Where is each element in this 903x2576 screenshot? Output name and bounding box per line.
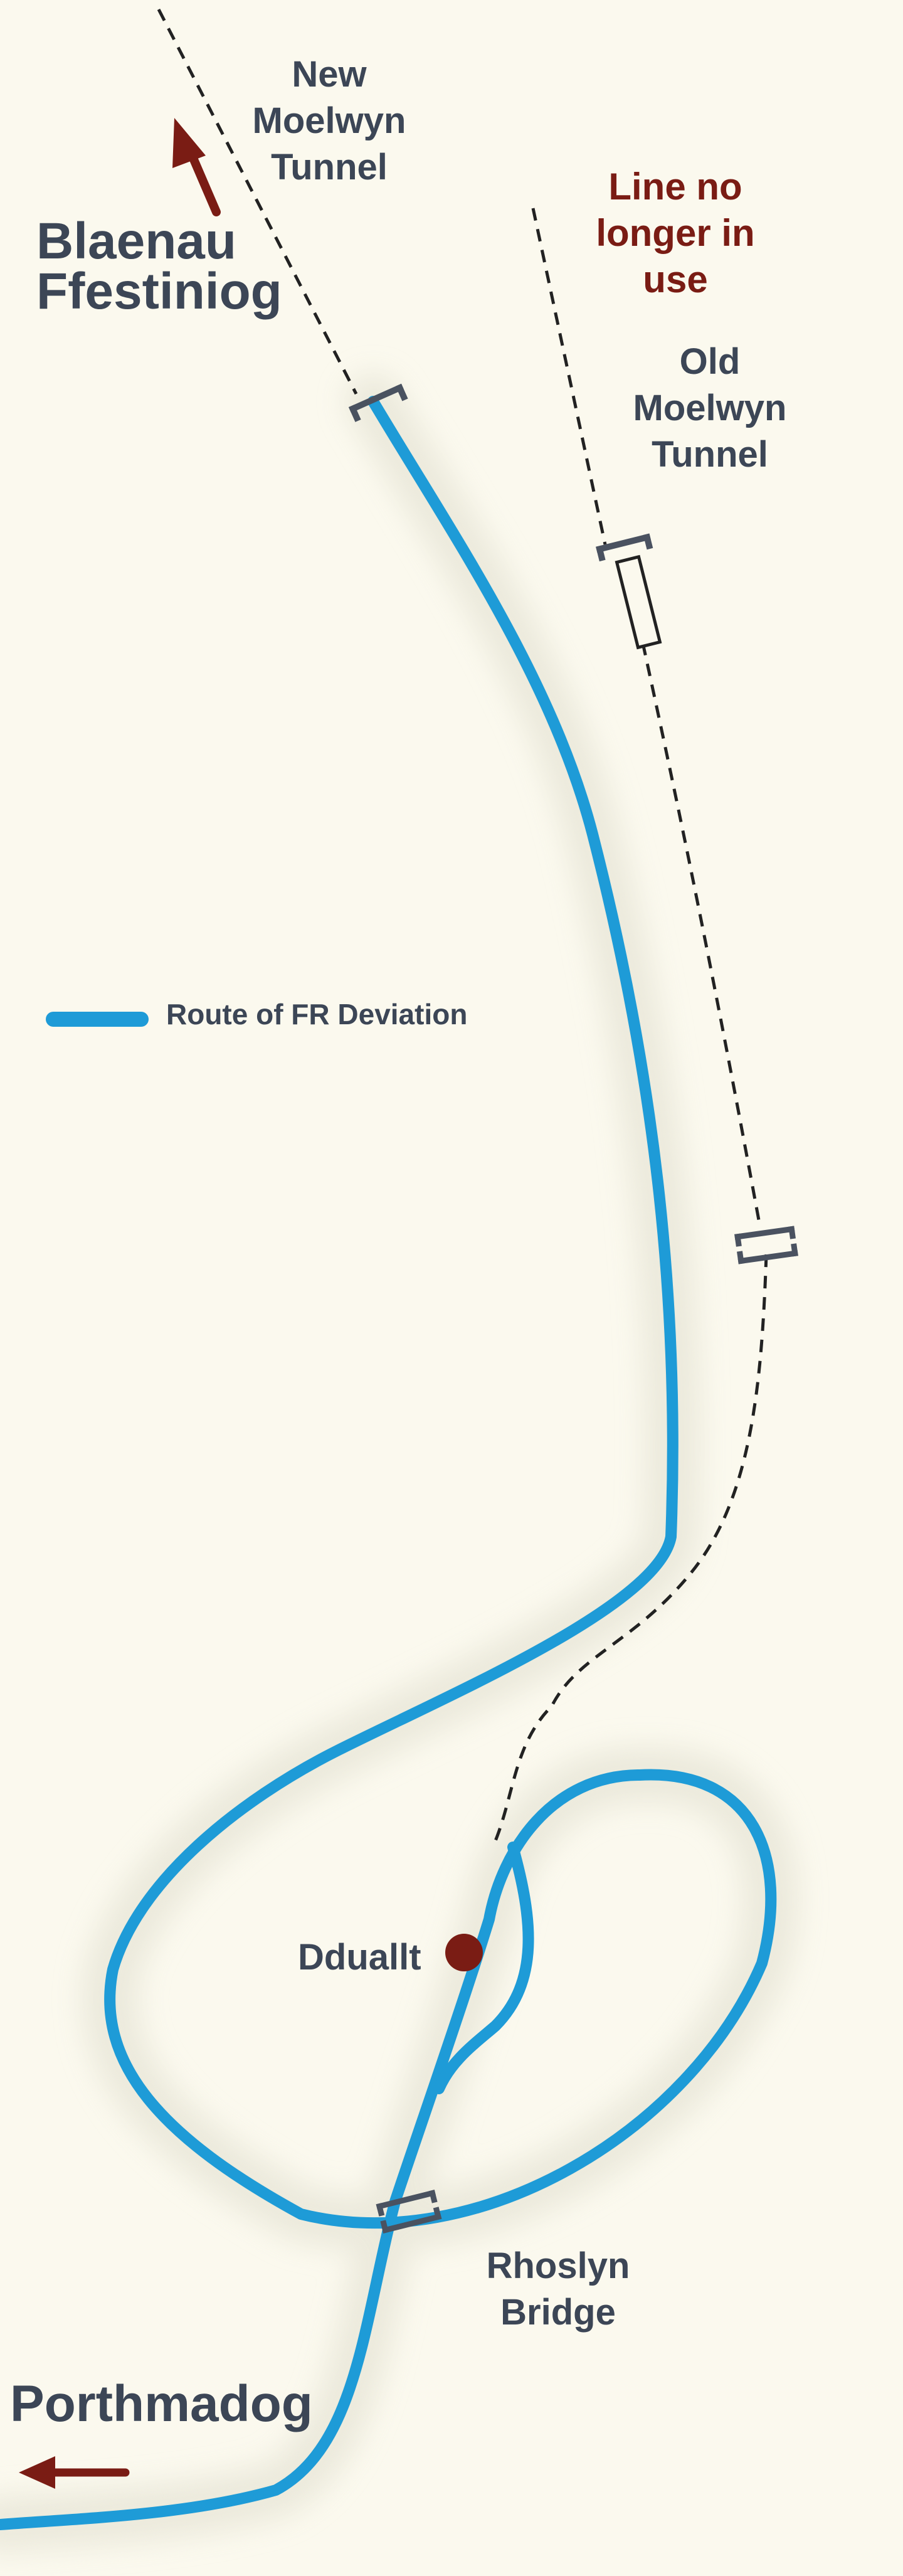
rhoslyn-bridge-label: Rhoslyn Bridge — [487, 2245, 630, 2333]
arrow-to-porthmadog-icon — [19, 2456, 130, 2489]
old-line-south-section — [494, 1254, 768, 1842]
dduallt-station-marker — [445, 1934, 483, 1971]
old-moelwyn-tunnel-marker — [615, 554, 662, 650]
arrow-to-blaenau-icon — [172, 118, 221, 216]
bridge-line2: Bridge — [500, 2292, 616, 2333]
old-tunnel-line3: Tunnel — [652, 434, 768, 475]
bridge-line1: Rhoslyn — [487, 2245, 630, 2286]
new-tunnel-line2: Moelwyn — [253, 100, 406, 141]
disused-line1: Line no — [608, 166, 742, 208]
old-tunnel-north-portal — [596, 533, 653, 562]
blaenau-label-line2: Ffestiniog — [36, 263, 282, 320]
new-tunnel-portal — [348, 383, 408, 422]
old-line — [157, 8, 768, 1842]
porthmadog-label: Porthmadog — [10, 2375, 313, 2432]
blaenau-label-line1: Blaenau — [36, 213, 236, 270]
old-tunnel-line1: Old — [680, 341, 741, 382]
route-spiral-link — [433, 1842, 534, 2094]
old-line-middle-section — [641, 642, 761, 1221]
new-tunnel-line1: New — [292, 54, 367, 95]
old-moelwyn-tunnel-label: Old Moelwyn Tunnel — [633, 341, 787, 475]
new-tunnel-line3: Tunnel — [271, 147, 388, 188]
new-moelwyn-tunnel-label: New Moelwyn Tunnel — [253, 54, 406, 188]
old-line-to-blaenau — [157, 8, 358, 395]
disused-line-label: Line no longer in use — [596, 166, 754, 300]
old-line-bridge-marker — [734, 1226, 798, 1264]
disused-line2: longer in — [596, 212, 754, 254]
legend: Route of FR Deviation — [46, 998, 467, 1031]
rhoslyn-bridge-marker — [376, 2190, 442, 2234]
dduallt-label: Dduallt — [298, 1937, 421, 1978]
legend-route-label: Route of FR Deviation — [166, 998, 467, 1031]
disused-line3: use — [643, 258, 707, 300]
old-line-north-section — [531, 208, 607, 545]
old-tunnel-line2: Moelwyn — [633, 388, 787, 428]
